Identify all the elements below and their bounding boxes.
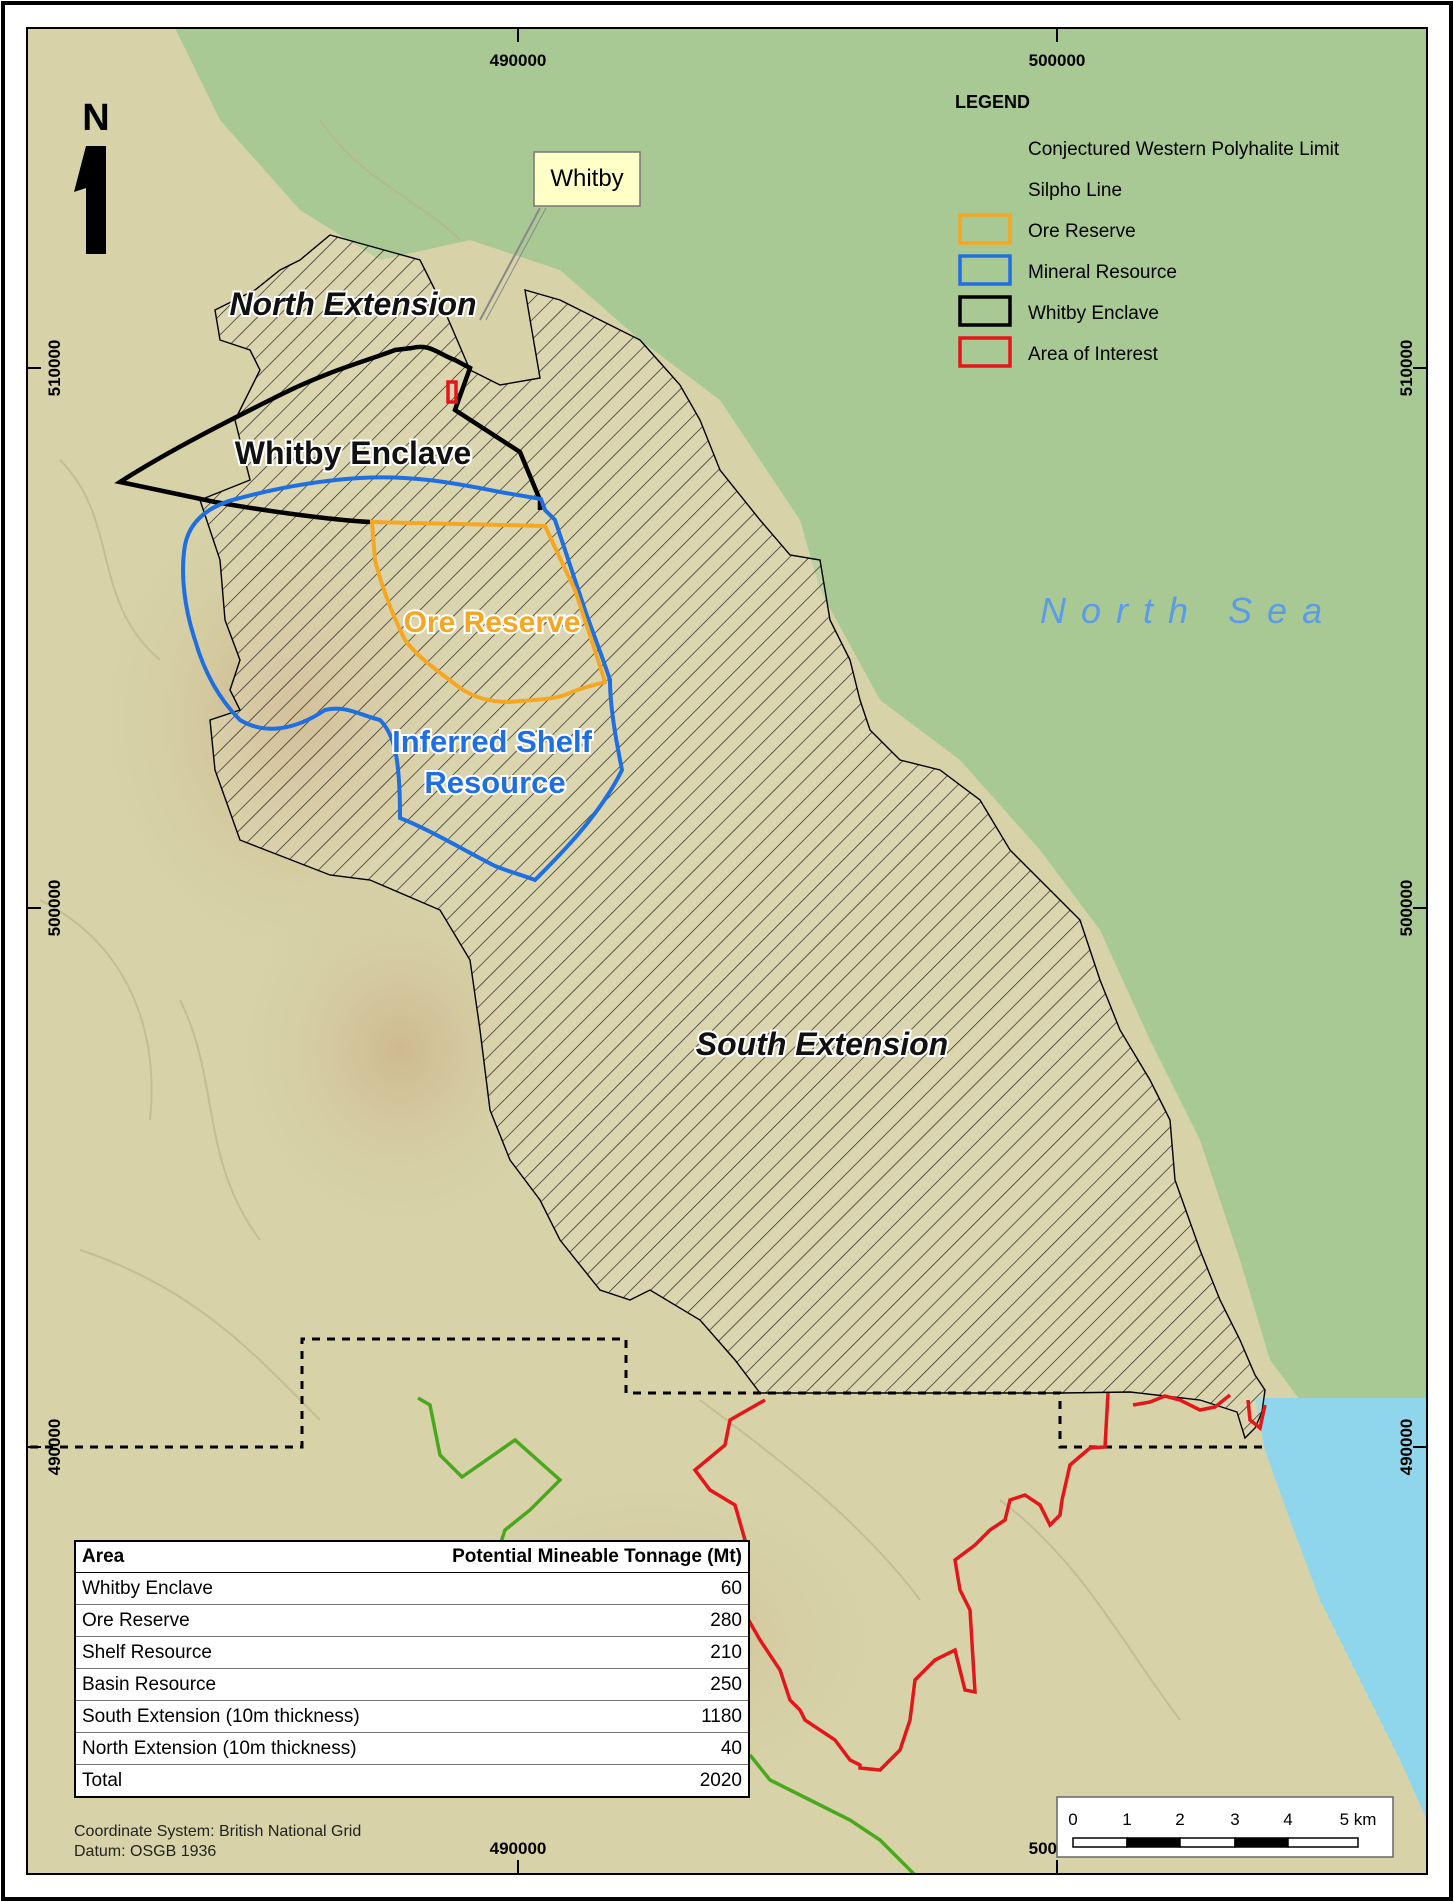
table-cell-area: Ore Reserve xyxy=(75,1604,406,1637)
scale-segment xyxy=(1234,1837,1289,1848)
green-route-line xyxy=(417,1396,917,1874)
table-row: Ore Reserve 280 xyxy=(75,1604,749,1637)
grid-label-bottom-490000: 490000 xyxy=(490,1839,547,1858)
grid-label-left-490000: 490000 xyxy=(45,1419,64,1476)
table-header-area: Area xyxy=(75,1541,406,1573)
scale-label-0: 0 xyxy=(1068,1810,1077,1829)
scale-label-3: 3 xyxy=(1230,1810,1239,1829)
north-sea-label: North Sea xyxy=(1040,590,1337,631)
whitby-callout-box xyxy=(533,151,641,207)
whitby-callout-label: Whitby xyxy=(550,165,623,192)
inferred-shelf-label: Inferred Shelf xyxy=(392,724,592,759)
grid-label-right-490000: 490000 xyxy=(1397,1419,1416,1476)
table-cell-tonnage: 210 xyxy=(405,1636,749,1669)
table-cell-area: South Extension (10m thickness) xyxy=(75,1700,406,1733)
table-cell-tonnage: 250 xyxy=(405,1668,749,1701)
hatched-extension-area xyxy=(199,234,1266,1440)
scale-label-4: 4 xyxy=(1283,1810,1292,1829)
table-total-row: Total 2020 xyxy=(75,1764,749,1797)
legend-title: LEGEND xyxy=(955,92,1030,112)
legend-item-area-of-interest: Area of Interest xyxy=(1028,344,1159,365)
coordinate-system-line1: Coordinate System: British National Grid xyxy=(74,1823,361,1840)
table-row: South Extension (10m thickness) 1180 xyxy=(75,1700,749,1733)
south-extension-label: South Extension xyxy=(696,1026,948,1062)
north-arrow-label: N xyxy=(82,97,109,139)
legend-item-whitby-enclave: Whitby Enclave xyxy=(1028,303,1159,324)
table-header-tonnage: Potential Mineable Tonnage (Mt) xyxy=(405,1541,749,1573)
scale-segment xyxy=(1072,1837,1128,1848)
bay-water xyxy=(1255,1398,1427,1820)
mineral-resource-boundary xyxy=(181,475,625,883)
whitby-enclave-label: Whitby Enclave xyxy=(235,435,472,471)
table-cell-tonnage: 280 xyxy=(405,1604,749,1637)
coordinate-system-line2: Datum: OSGB 1936 xyxy=(74,1843,216,1860)
grid-label-top-500000: 500000 xyxy=(1029,51,1086,70)
table-row: Basin Resource 250 xyxy=(75,1668,749,1701)
relief-texture xyxy=(39,119,1181,1721)
grid-label-left-510000: 510000 xyxy=(45,340,64,397)
table-cell-area: Shelf Resource xyxy=(75,1636,406,1669)
legend-item-polyhalite-limit: Conjectured Western Polyhalite Limit xyxy=(1028,139,1340,160)
legend-swatch-mineral-resource xyxy=(958,254,1012,286)
scale-bar: 0 1 2 3 4 5 km xyxy=(1056,1796,1394,1858)
table-row: Whitby Enclave 60 xyxy=(75,1572,749,1605)
grid-label-left-500000: 500000 xyxy=(45,880,64,937)
table-total-value: 2020 xyxy=(405,1764,749,1797)
table-cell-tonnage: 40 xyxy=(405,1732,749,1765)
ore-reserve-label: Ore Reserve xyxy=(404,606,581,639)
tonnage-table: Area Potential Mineable Tonnage (Mt) Whi… xyxy=(74,1540,750,1798)
table-cell-area: Whitby Enclave xyxy=(75,1572,406,1605)
scale-label-5km: 5 km xyxy=(1340,1810,1377,1829)
legend-swatch-ore-reserve xyxy=(958,213,1012,245)
legend-item-ore-reserve: Ore Reserve xyxy=(1028,221,1136,242)
table-cell-area: Basin Resource xyxy=(75,1668,406,1701)
inferred-shelf-label-resource: Resource xyxy=(424,765,565,800)
legend-item-mineral-resource: Mineral Resource xyxy=(1028,262,1177,283)
grid-label-right-500000: 500000 xyxy=(1397,880,1416,937)
legend-swatch-area-of-interest xyxy=(958,336,1012,368)
silpho-line xyxy=(30,1337,1262,1449)
scale-label-2: 2 xyxy=(1175,1810,1184,1829)
legend: LEGEND Conjectured Western Polyhalite Li… xyxy=(955,92,1340,368)
scale-segment xyxy=(1179,1837,1236,1848)
table-cell-tonnage: 1180 xyxy=(405,1700,749,1733)
table-total-label: Total xyxy=(75,1764,406,1797)
scale-label-1: 1 xyxy=(1122,1810,1131,1829)
table-cell-area: North Extension (10m thickness) xyxy=(75,1732,406,1765)
table-row: Shelf Resource 210 xyxy=(75,1636,749,1669)
whitby-enclave-boundary xyxy=(114,344,543,525)
grid-label-top-490000: 490000 xyxy=(490,51,547,70)
legend-swatch-whitby-enclave xyxy=(958,295,1012,327)
grid-label-right-510000: 510000 xyxy=(1397,340,1416,397)
ore-reserve-boundary xyxy=(369,519,608,705)
north-arrow: N xyxy=(74,97,110,254)
north-arrow-icon xyxy=(74,146,106,254)
table-row: North Extension (10m thickness) 40 xyxy=(75,1732,749,1765)
scale-segment xyxy=(1287,1837,1359,1848)
whitby-callout-leader xyxy=(485,207,547,321)
scale-segment xyxy=(1126,1837,1181,1848)
map-border xyxy=(26,27,1428,1875)
table-cell-tonnage: 60 xyxy=(405,1572,749,1605)
table-header-row: Area Potential Mineable Tonnage (Mt) xyxy=(75,1541,749,1573)
legend-item-silpho-line: Silpho Line xyxy=(1028,180,1122,201)
north-extension-label: North Extension xyxy=(229,286,476,322)
whitby-callout-leader xyxy=(479,207,541,321)
grid-ticks xyxy=(27,28,1427,1874)
